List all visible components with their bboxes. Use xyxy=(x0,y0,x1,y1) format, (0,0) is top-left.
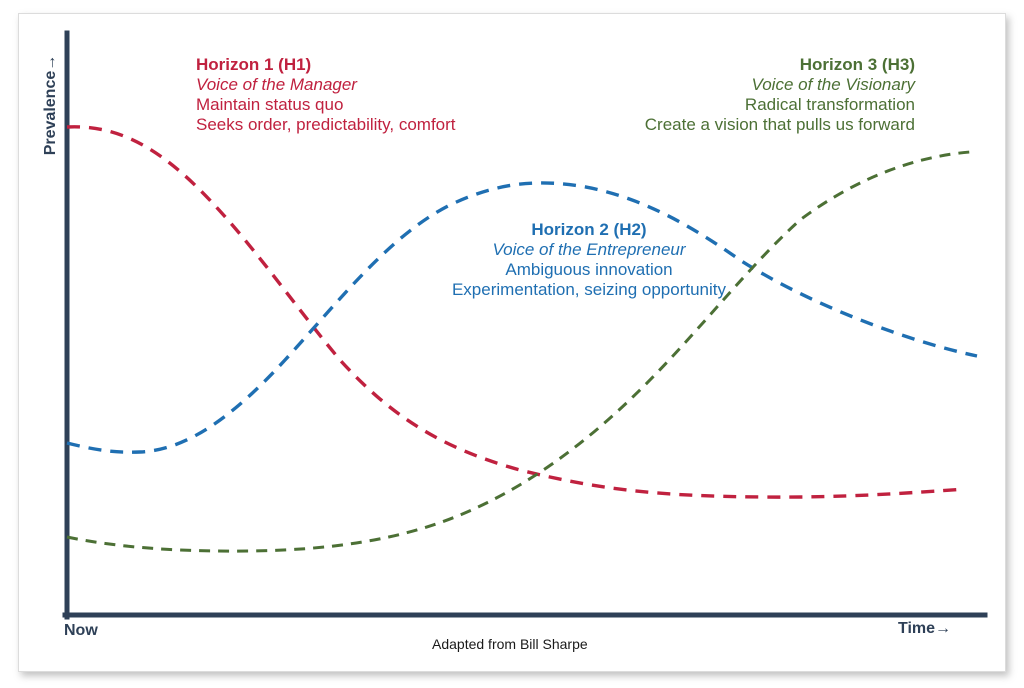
horizon-3-line-1: Radical transformation xyxy=(744,95,915,115)
horizon-2-annotation: Horizon 2 (H2) Voice of the Entrepreneur… xyxy=(434,220,744,300)
horizon-2-voice: Voice of the Entrepreneur xyxy=(492,240,686,260)
x-axis-origin-label: Now xyxy=(64,622,98,639)
x-axis-label: Time→ xyxy=(898,620,952,637)
horizon-2-line-1: Ambiguous innovation xyxy=(505,260,673,280)
horizon-2-title: Horizon 2 (H2) xyxy=(531,220,647,239)
curve-h2 xyxy=(66,181,978,454)
horizon-1-title: Horizon 1 (H1) xyxy=(196,55,312,74)
curve-h1 xyxy=(66,125,966,499)
horizon-1-line-2: Seeks order, predictability, comfort xyxy=(196,115,456,135)
horizon-3-title: Horizon 3 (H3) xyxy=(799,55,915,74)
horizon-3-voice: Voice of the Visionary xyxy=(751,75,915,95)
y-axis-label: Prevalence→ xyxy=(42,54,59,156)
horizon-1-annotation: Horizon 1 (H1) Voice of the Manager Main… xyxy=(196,55,456,135)
horizon-3-line-2: Create a vision that pulls us forward xyxy=(644,115,915,135)
horizon-1-line-1: Maintain status quo xyxy=(196,95,344,115)
horizon-1-voice: Voice of the Manager xyxy=(196,75,357,95)
source-caption: Adapted from Bill Sharpe xyxy=(432,636,588,652)
horizon-3-annotation: Horizon 3 (H3) Voice of the Visionary Ra… xyxy=(610,55,915,135)
diagram-card xyxy=(18,13,1006,672)
horizon-2-line-2: Experimentation, seizing opportunity xyxy=(451,280,727,300)
curve-h3 xyxy=(66,150,971,553)
axis-lines xyxy=(62,30,988,620)
